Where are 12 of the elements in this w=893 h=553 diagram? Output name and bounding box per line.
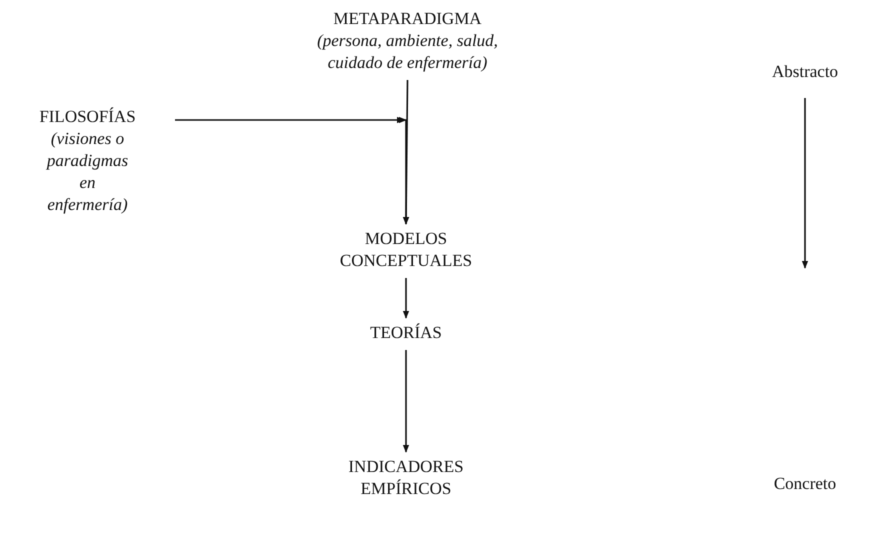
heading-text: FILOSOFÍAS <box>38 106 137 128</box>
scale-label: Abstracto <box>770 62 840 82</box>
heading-text: TEORÍAS <box>369 322 443 344</box>
arrow <box>402 278 410 319</box>
heading-text: METAPARADIGMA <box>332 8 482 30</box>
subtitle-text: (visiones o paradigmas en enfermería) <box>45 128 130 216</box>
arrow <box>402 350 410 453</box>
subtitle-text: (persona, ambiente, salud, cuidado de enfermería) <box>316 30 499 74</box>
heading-text: INDICADORES EMPÍRICOS <box>347 456 465 500</box>
scale-label: Concreto <box>772 474 838 494</box>
arrow <box>175 116 410 225</box>
heading-text: MODELOS CONCEPTUALES <box>338 228 474 272</box>
